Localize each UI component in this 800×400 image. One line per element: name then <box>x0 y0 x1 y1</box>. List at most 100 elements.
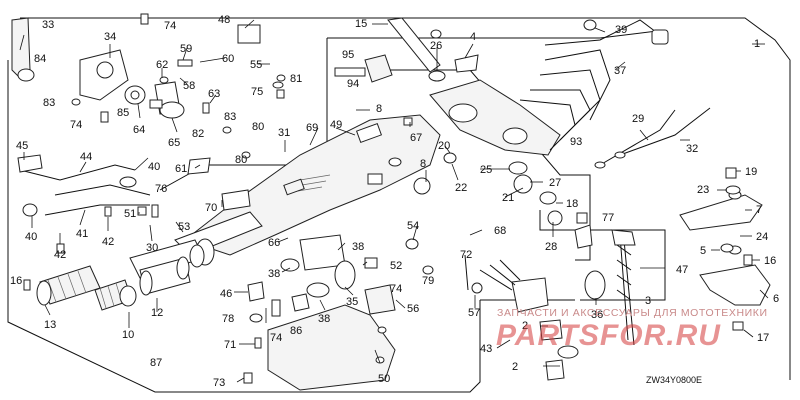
callout-1: 1 <box>754 38 760 50</box>
callout-67: 67 <box>410 132 422 144</box>
callout-38: 38 <box>352 241 364 253</box>
callout-12: 12 <box>151 307 163 319</box>
callout-53: 53 <box>178 221 190 233</box>
handle-bracket-assembly <box>11 17 185 119</box>
throttle-shaft-spool <box>139 256 191 296</box>
callout-81: 81 <box>290 73 302 85</box>
callout-93: 93 <box>570 136 582 148</box>
callout-83: 83 <box>224 111 236 123</box>
callout-24: 24 <box>756 231 768 243</box>
throttle-grip <box>36 265 101 306</box>
callout-74: 74 <box>70 119 82 131</box>
callout-16: 16 <box>10 275 22 287</box>
callout-65: 65 <box>168 137 180 149</box>
callout-16: 16 <box>764 255 776 267</box>
callout-74: 74 <box>270 332 282 344</box>
throttle-pulley-group <box>280 234 378 312</box>
callout-76: 76 <box>155 183 167 195</box>
callout-34: 34 <box>104 31 116 43</box>
callout-8: 8 <box>376 103 382 115</box>
callout-36: 36 <box>591 309 603 321</box>
callout-86: 86 <box>290 325 302 337</box>
callout-95: 95 <box>342 49 354 61</box>
callout-25: 25 <box>480 164 492 176</box>
throttle-friction-levers <box>679 190 771 306</box>
callout-94: 94 <box>347 78 359 90</box>
kill-switch-connector <box>464 254 579 381</box>
callout-47: 47 <box>676 264 688 276</box>
callout-38: 38 <box>268 268 280 280</box>
callout-66: 66 <box>268 237 280 249</box>
callout-71: 71 <box>224 339 236 351</box>
callout-78: 78 <box>222 313 234 325</box>
callout-3: 3 <box>645 295 651 307</box>
callout-63: 63 <box>208 88 220 100</box>
watermark: ЗАПЧАСТИ И АКСЕССУАРЫ ДЛЯ МОТОТЕХНИКИ PA… <box>496 307 768 352</box>
callout-68: 68 <box>494 225 506 237</box>
callout-38: 38 <box>318 313 330 325</box>
callout-77: 77 <box>602 212 614 224</box>
callout-18: 18 <box>566 198 578 210</box>
lower-tiller-cover <box>267 284 396 391</box>
callout-62: 62 <box>156 59 168 71</box>
callout-82: 82 <box>192 128 204 140</box>
shift-rod-assembly <box>17 154 151 217</box>
callout-84: 84 <box>34 53 46 65</box>
callout-30: 30 <box>146 242 158 254</box>
throttle-cables <box>594 107 711 169</box>
callout-50: 50 <box>378 373 390 385</box>
diagram-code: ZW34Y0800E <box>646 375 702 385</box>
callout-55: 55 <box>250 59 262 71</box>
callout-22: 22 <box>455 182 467 194</box>
callout-42: 42 <box>102 236 114 248</box>
callout-2: 2 <box>522 320 528 332</box>
callout-41: 41 <box>76 228 88 240</box>
wiring-harness <box>519 19 669 151</box>
callout-43: 43 <box>480 343 492 355</box>
callout-80: 80 <box>235 154 247 166</box>
callout-35: 35 <box>346 296 358 308</box>
callout-19: 19 <box>745 166 757 178</box>
callout-72: 72 <box>460 249 472 261</box>
steering-bracket-plate <box>429 79 561 156</box>
callout-75: 75 <box>251 86 263 98</box>
callout-37: 37 <box>614 65 626 77</box>
watermark-tagline: ЗАПЧАСТИ И АКСЕССУАРЫ ДЛЯ МОТОТЕХНИКИ <box>497 307 768 319</box>
callout-21: 21 <box>502 192 514 204</box>
callout-56: 56 <box>407 303 419 315</box>
callout-48: 48 <box>218 14 230 26</box>
callout-70: 70 <box>205 202 217 214</box>
callout-42: 42 <box>54 249 66 261</box>
callout-23: 23 <box>697 184 709 196</box>
callout-49: 49 <box>330 119 342 131</box>
callout-10: 10 <box>122 329 134 341</box>
callout-79: 79 <box>422 275 434 287</box>
callout-39: 39 <box>615 24 627 36</box>
callout-4: 4 <box>470 31 476 43</box>
callout-20: 20 <box>438 140 450 152</box>
callout-58: 58 <box>183 80 195 92</box>
callout-46: 46 <box>220 288 232 300</box>
callout-45: 45 <box>16 140 28 152</box>
callout-59: 59 <box>180 43 192 55</box>
callout-2: 2 <box>512 361 518 373</box>
callout-44: 44 <box>80 151 92 163</box>
callout-labels: 1 2 2 3 4 5 6 7 8 8 10 12 13 15 16 16 17… <box>10 14 779 389</box>
callout-40: 40 <box>25 231 37 243</box>
callout-85: 85 <box>117 107 129 119</box>
callout-28: 28 <box>545 241 557 253</box>
callout-31: 31 <box>278 127 290 139</box>
friction-plate-left <box>187 157 281 323</box>
callout-26: 26 <box>430 40 442 52</box>
callout-7: 7 <box>756 204 762 216</box>
friction-bolt-group <box>334 17 479 83</box>
callout-6: 6 <box>773 293 779 305</box>
callout-8: 8 <box>420 158 426 170</box>
callout-40: 40 <box>148 161 160 173</box>
callout-69: 69 <box>306 122 318 134</box>
callout-54: 54 <box>407 220 419 232</box>
bearing-sleeve <box>94 279 137 311</box>
callout-51: 51 <box>124 208 136 220</box>
callout-61: 61 <box>175 163 187 175</box>
